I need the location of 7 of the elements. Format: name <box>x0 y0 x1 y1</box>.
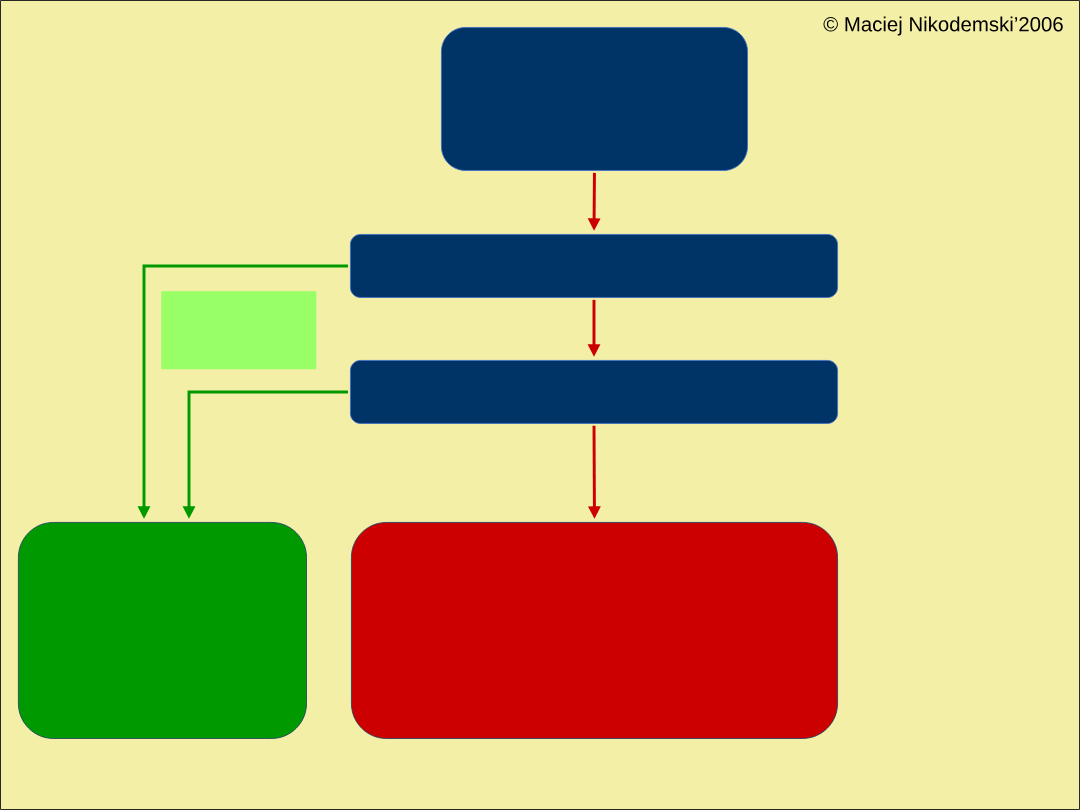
note-rectangle <box>161 291 317 370</box>
process-bar <box>350 234 838 298</box>
process-bar <box>350 360 838 424</box>
copyright-notice: © Maciej Nikodemski’2006 <box>823 16 1063 36</box>
rounded-box <box>441 27 748 171</box>
rounded-box <box>351 522 838 739</box>
rounded-box <box>18 522 307 739</box>
